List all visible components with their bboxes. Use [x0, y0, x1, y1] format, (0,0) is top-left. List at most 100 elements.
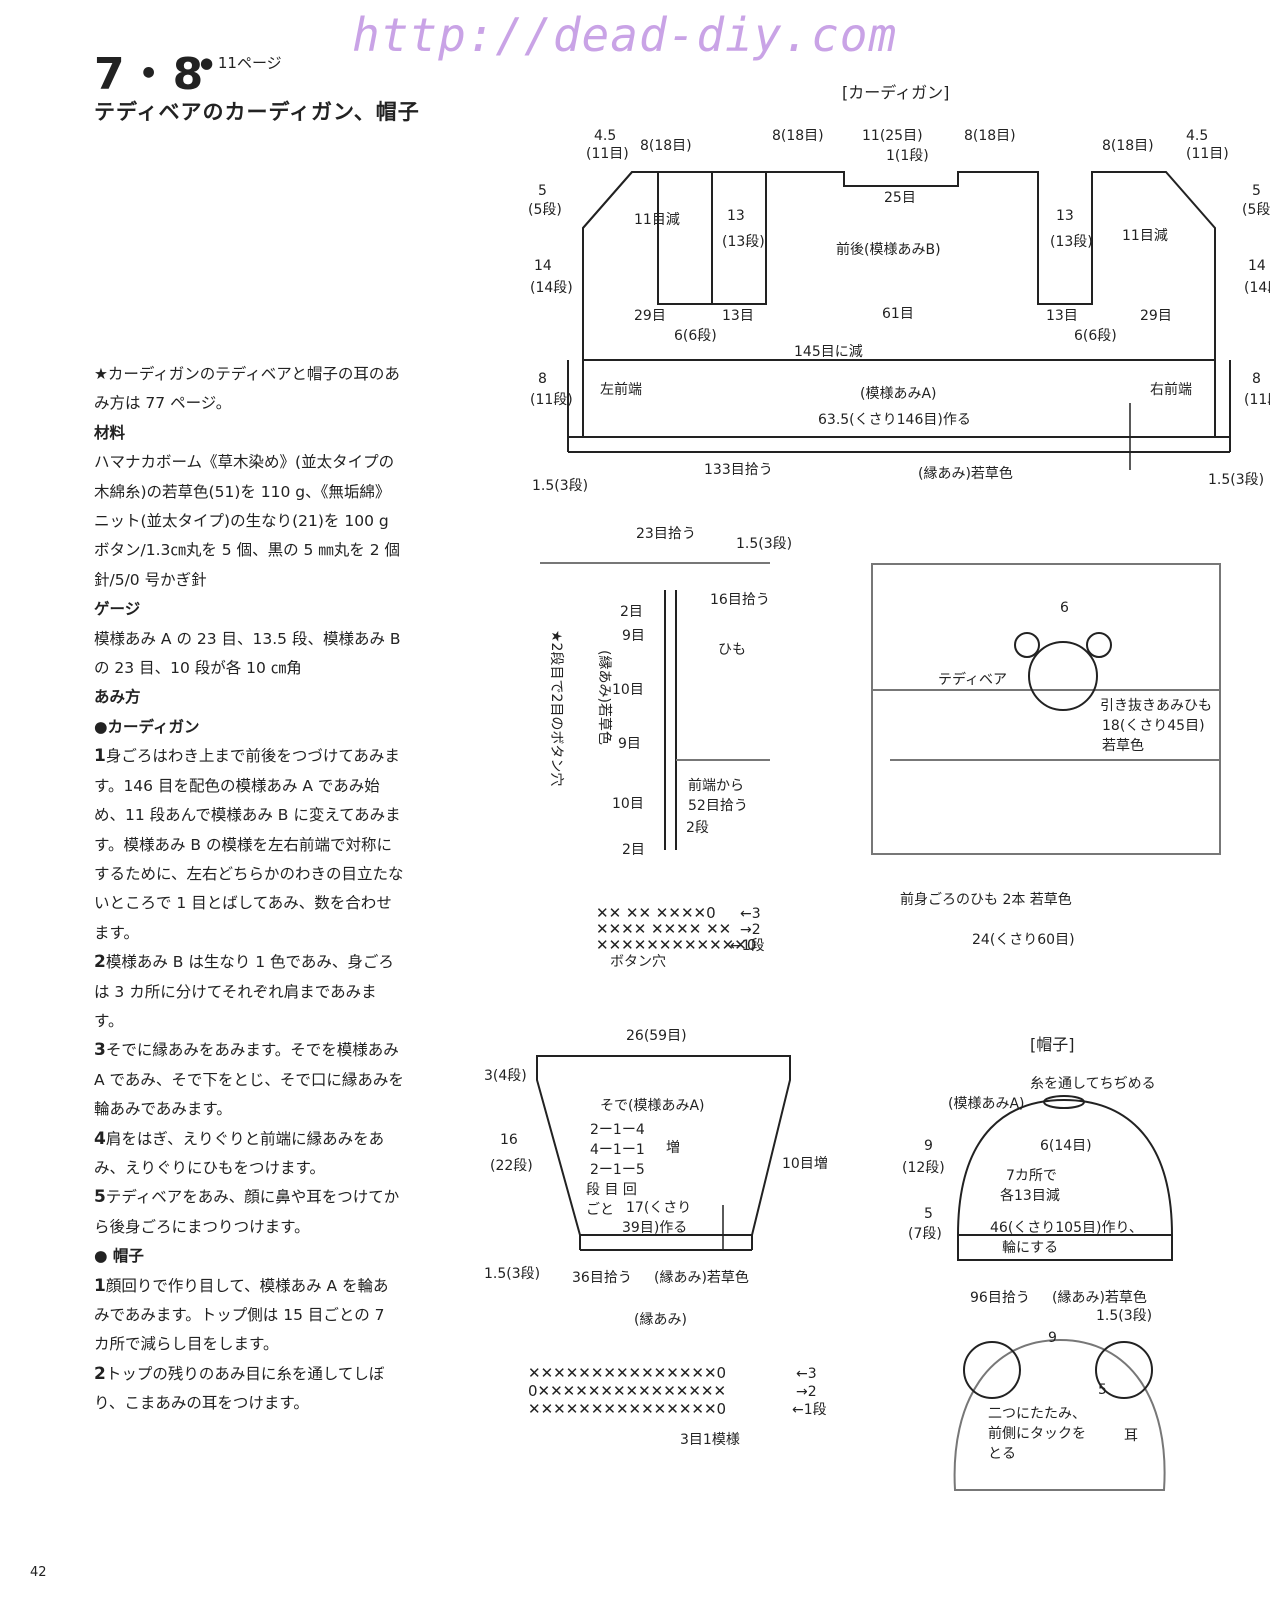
diagram-label: 糸を通してちぢめる [1030, 1075, 1156, 1092]
svg-text:✕✕✕✕✕✕✕✕✕✕✕✕0: ✕✕✕✕✕✕✕✕✕✕✕✕0 [596, 936, 756, 954]
diagram-label: 耳 [1124, 1428, 1138, 1444]
diagram-label: 18(くさり45目) [1102, 718, 1205, 734]
diagram-label: 前端から [688, 777, 744, 794]
diagram-label: ←1段 [792, 1402, 827, 1418]
diagram-label: 8 [538, 371, 547, 387]
diagram-label: 1.5(3段) [484, 1266, 540, 1282]
diagram-label: 5 [538, 183, 547, 199]
cardigan-heading: ●カーディガン [94, 717, 200, 736]
diagram-label: 6(14目) [1040, 1138, 1092, 1154]
diagram-label: 右前端 [1150, 381, 1192, 398]
diagram-label: 63.5(くさり146目)作る [818, 412, 971, 428]
diagram-label: (模様あみA) [948, 1096, 1025, 1112]
diagram-label: 8(18目) [772, 128, 824, 144]
diagram-label: 14 [1248, 258, 1266, 274]
svg-text:✕✕ ✕✕ ✕✕✕✕0: ✕✕ ✕✕ ✕✕✕✕0 [596, 904, 716, 922]
page-number: 42 [30, 1565, 47, 1580]
diagram-label: ←3 [740, 906, 761, 922]
diagram-label: 各13目減 [1000, 1187, 1060, 1204]
page-title: テディベアのカーディガン、帽子 [94, 100, 420, 124]
diagram-label: 5 [1098, 1382, 1107, 1398]
diagram-label: 1.5(3段) [736, 536, 792, 552]
diagram-label: 左前端 [600, 381, 642, 398]
diagram-label: (5段) [1242, 202, 1270, 218]
diagram-label: (縁あみ) [634, 1312, 687, 1328]
diagram-label: 6 [1060, 600, 1069, 616]
diagram-label: 5 [924, 1206, 933, 1222]
diagram-label: ←1段 [730, 938, 765, 954]
diagram-label: 3目1模様 [680, 1432, 740, 1448]
diagram-label: (縁あみ)若草色 [654, 1269, 749, 1286]
diagram-label: 133目拾う [704, 462, 773, 478]
step-item: 2模様あみ B は生なり 1 色であみ、身ごろは 3 カ所に分けてそれぞれ肩まで… [94, 952, 394, 1030]
step-item: 2トップの残りのあみ目に糸を通してしぼり、こまあみの耳をつけます。 [94, 1363, 385, 1413]
diagram-label: (11目) [586, 146, 629, 162]
diagram-label: 前側にタックを [988, 1425, 1086, 1442]
instructions-column: ★カーディガンのテディベアと帽子の耳のあみ方は 77 ページ。 材料 ハマナカボ… [94, 360, 404, 1419]
diagram-label: 23目拾う [636, 526, 696, 542]
needle-text: 針/5/0 号かぎ針 [94, 570, 207, 589]
svg-text:✕✕✕✕ ✕✕✕✕ ✕✕: ✕✕✕✕ ✕✕✕✕ ✕✕ [596, 920, 731, 938]
method-heading: あみ方 [94, 688, 141, 707]
diagram-label: 16目拾う [710, 592, 770, 608]
diagram-label: 2ー1ー5 [590, 1162, 645, 1178]
diagram-label: 2ー1ー4 [590, 1122, 645, 1138]
diagram-label: 11目減 [1122, 227, 1168, 244]
diagram-label: (11目) [1186, 146, 1229, 162]
diagram-label: 8 [1252, 371, 1261, 387]
step-item: 5テディベアをあみ、顔に鼻や耳をつけてから後身ごろにまつりつけます。 [94, 1187, 400, 1236]
diagram-label: そで(模様あみA) [600, 1098, 705, 1114]
diagram-label: (14段) [1244, 280, 1270, 296]
diagram-label: 8(18目) [1102, 138, 1154, 154]
diagram-label: 13目 [722, 308, 754, 324]
watermark: http://dead-diy.com [352, 8, 898, 62]
diagram-label: 若草色 [1102, 737, 1144, 754]
diagram-label: 9 [1048, 1330, 1057, 1346]
step-item: 1顔回りで作り目して、模様あみ A を輪あみであみます。トップ側は 15 目ごと… [94, 1275, 389, 1354]
diagram-label: (5段) [528, 202, 562, 218]
intro-note: ★カーディガンのテディベアと帽子の耳のあみ方は 77 ページ。 [94, 365, 400, 413]
materials-heading: 材料 [94, 423, 126, 442]
diagram-label: とる [988, 1446, 1016, 1462]
diagram-label: 二つにたたみ、 [988, 1406, 1086, 1422]
diagram-label: (12段) [902, 1160, 945, 1176]
diagram-label: 29目 [634, 308, 666, 324]
diagram-label: 2段 [686, 820, 709, 836]
hat-heading: ● 帽子 [94, 1247, 144, 1266]
diagram-label: (7段) [908, 1226, 942, 1242]
diagram-label: 61目 [882, 306, 914, 322]
diagram-label: 増 [666, 1140, 680, 1156]
diagram-label: ボタン穴 [610, 954, 666, 970]
diagram-label: 26(59目) [626, 1028, 687, 1044]
diagram-label: 2目 [622, 842, 645, 858]
svg-text:✕✕✕✕✕✕✕✕✕✕✕✕✕✕✕0: ✕✕✕✕✕✕✕✕✕✕✕✕✕✕✕0 [528, 1364, 726, 1382]
diagram-label: (11段) [530, 392, 573, 408]
diagram-label: 9目 [618, 736, 641, 752]
diagram-label: (縁あみ)若草色 [1052, 1289, 1147, 1306]
diagram-label: 4.5 [1186, 128, 1208, 144]
diagram-label: 46(くさり105目)作り、 [990, 1220, 1143, 1236]
diagram-label: 13 [727, 208, 745, 224]
diagram-label: (13段) [722, 234, 765, 250]
diagram-label: 24(くさり60目) [972, 932, 1075, 948]
diagram-label: 5 [1252, 183, 1261, 199]
diagram-label: 14 [534, 258, 552, 274]
diagram-label: 11(25目) [862, 128, 923, 144]
diagram-label: テディベア [938, 671, 1007, 688]
diagram-label: 1.5(3段) [532, 478, 588, 494]
diagram-label: 8(18目) [640, 138, 692, 154]
diagram-label: 段 目 回 [586, 1182, 637, 1198]
diagram-label: →2 [740, 922, 761, 938]
diagram-label: 13 [1056, 208, 1074, 224]
page-reference: ● 11ページ [200, 54, 282, 72]
diagram-label: 9目 [622, 628, 645, 644]
diagram-label: ★2段目で2目のボタン穴 [548, 630, 564, 786]
diagram-label: 29目 [1140, 308, 1172, 324]
diagram-label: 17(くさり [626, 1200, 691, 1216]
diagram-label: (22段) [490, 1158, 533, 1174]
diagram-label: 39目)作る [622, 1220, 687, 1236]
diagram-label: ←3 [796, 1366, 817, 1382]
diagram-label: 引き抜きあみひも [1100, 698, 1212, 714]
materials-text: ハマナカボーム《草木染め》(並太タイプの木綿糸)の若草色(51)を 110 g、… [94, 453, 395, 531]
diagram-label: 10目増 [782, 1156, 828, 1172]
